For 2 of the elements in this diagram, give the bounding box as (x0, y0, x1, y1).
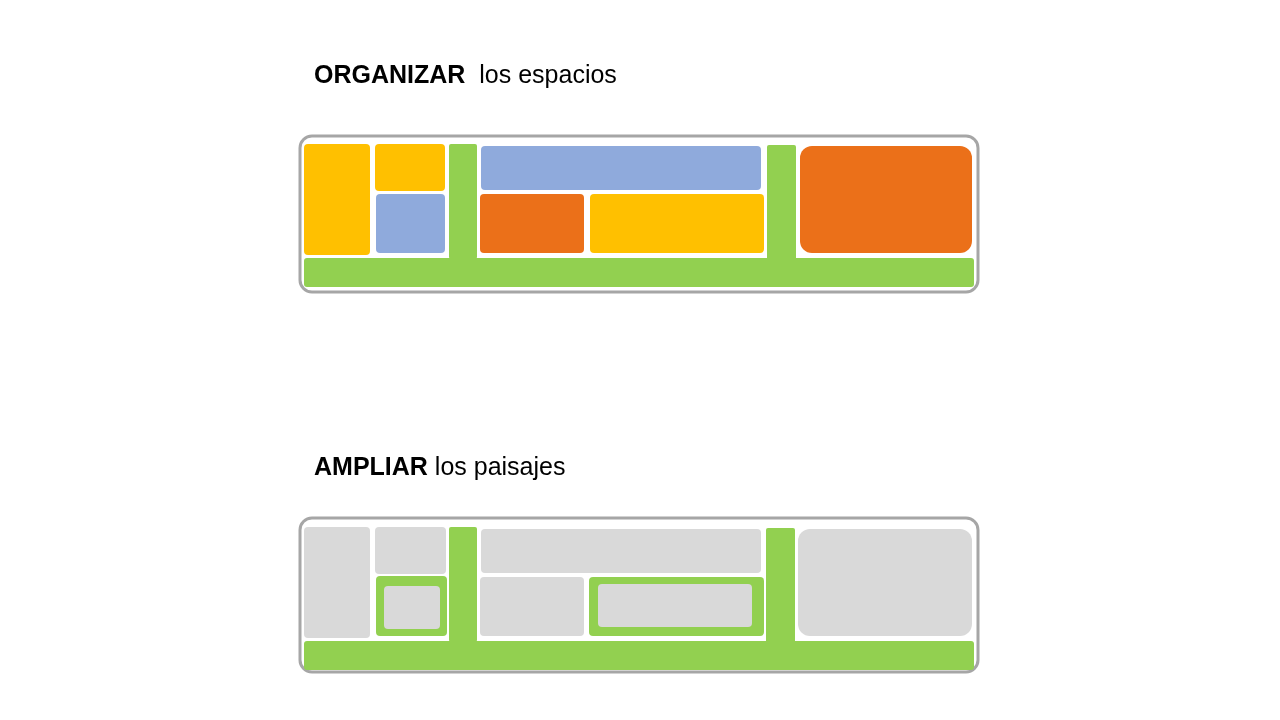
heading-text: ORGANIZAR los espacios (314, 59, 617, 89)
heading-text: AMPLIAR los paisajes (314, 451, 566, 481)
